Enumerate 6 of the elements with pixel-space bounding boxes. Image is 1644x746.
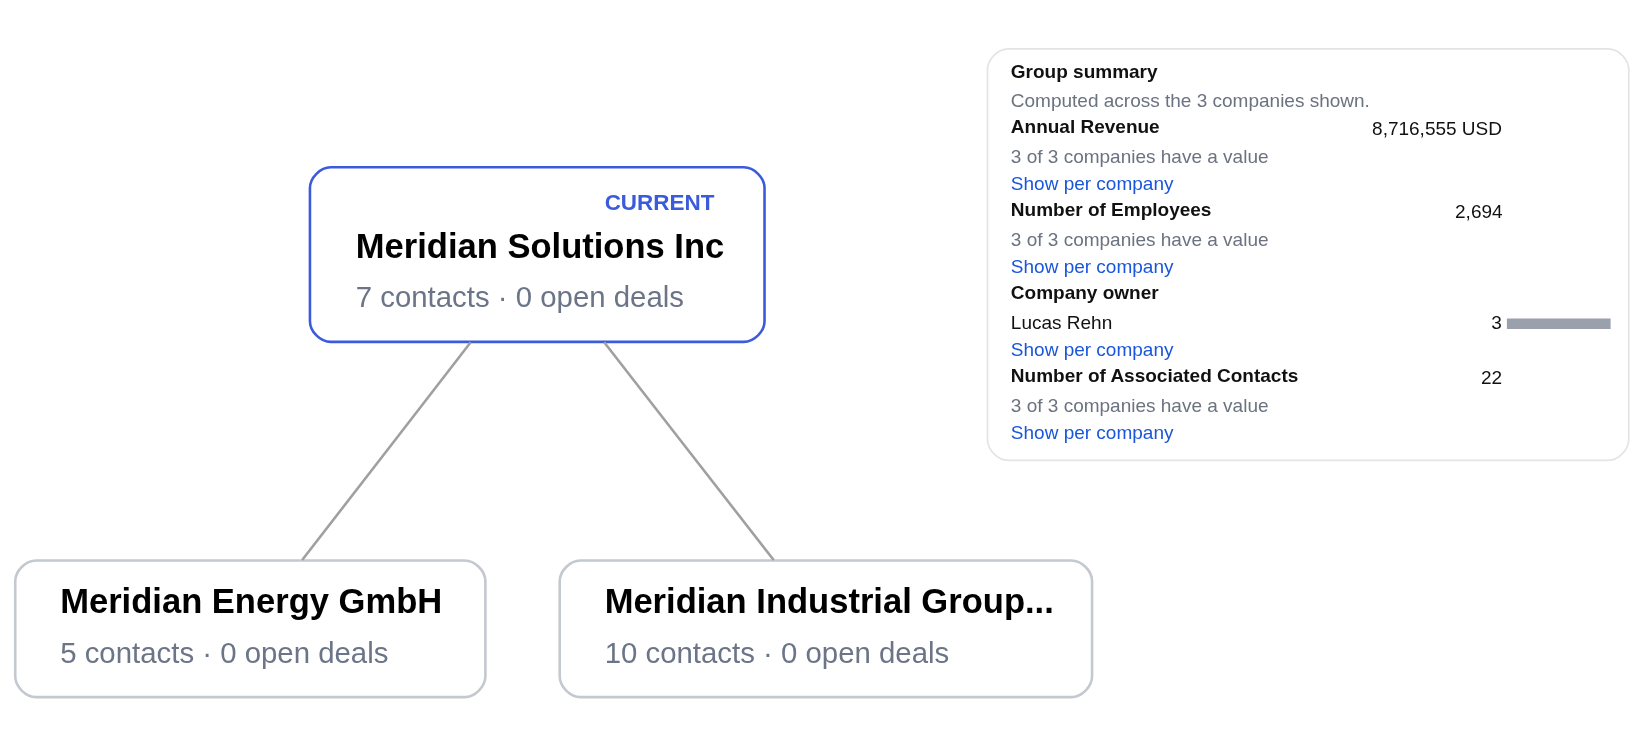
node-box: CURRENT Meridian Solutions Inc 7 contacts · 0 open deals bbox=[308, 166, 766, 344]
node-box: Meridian Energy GmbH 5 contacts · 0 open deals bbox=[13, 559, 487, 699]
connector bbox=[603, 341, 775, 561]
node-box: Group summary Computed across the 3 companies shown. Annual Revenue 8,716,555 USD 3 of 3 companies have a value Show per company Number of Employees 2,694 3 of 3 companies have a value Show per company Company owner Lucas Rehn 3 Show per company Number of Associated Contacts 22 3 of 3 companies have a value Show per company bbox=[986, 48, 1630, 462]
node-box: Meridian Industrial Group... 10 contacts · 0 open deals bbox=[558, 559, 1094, 699]
connector bbox=[301, 341, 472, 561]
